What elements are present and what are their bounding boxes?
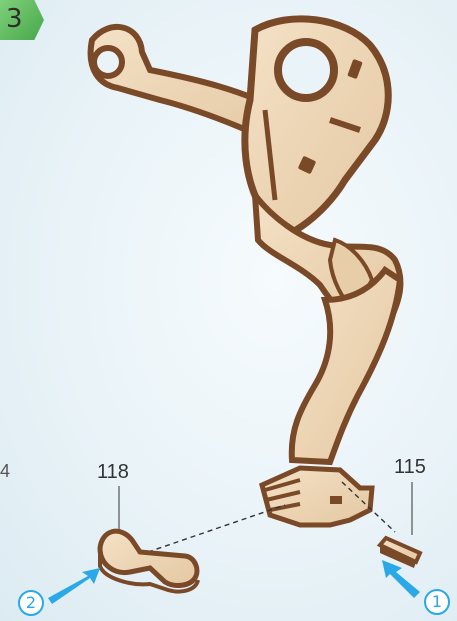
step-number: 3 [6,4,23,34]
guide-line-118 [148,505,285,552]
page-edge-number: 4 [0,461,10,482]
part-label-115: 115 [394,456,426,479]
callout-2: 2 [18,590,44,616]
part-label-118: 118 [97,461,129,484]
model-foot-assembly [262,468,372,525]
model-shin-piece [292,270,400,462]
arrow-to-part-118-icon [48,568,100,604]
callout-1: 1 [424,589,450,615]
